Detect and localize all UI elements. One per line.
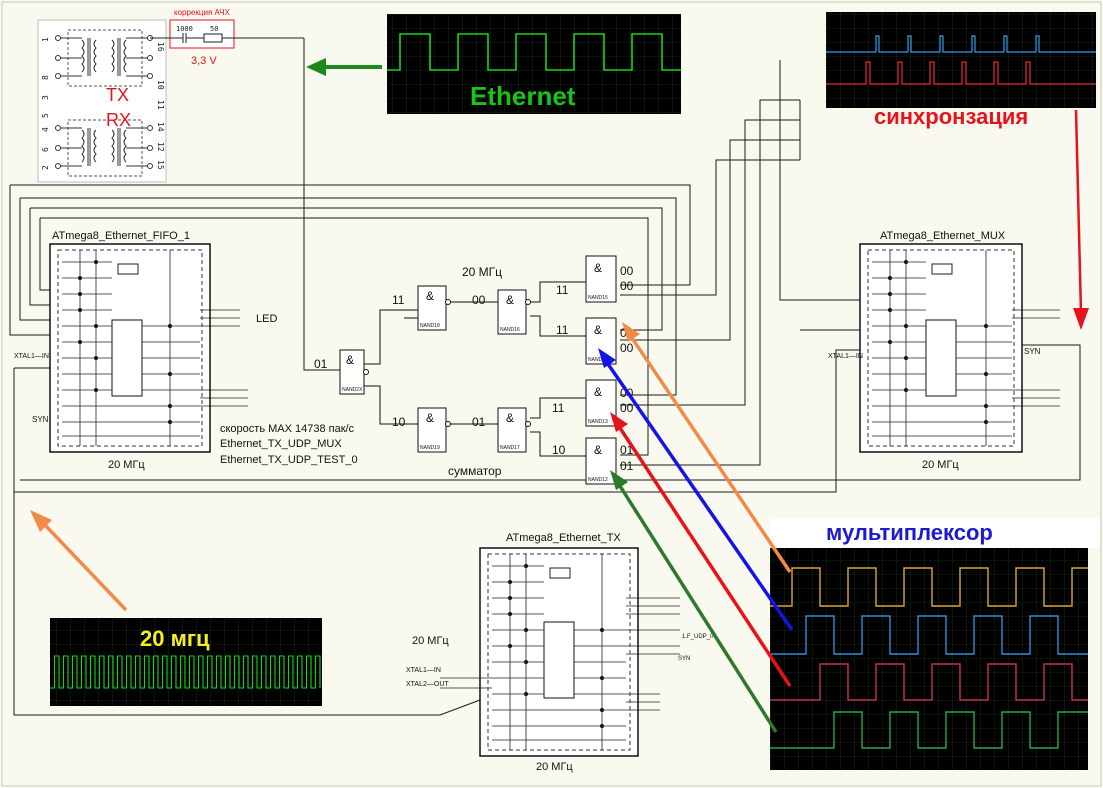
gate-symbol-1: & (346, 353, 354, 367)
signal-arrows (598, 322, 794, 733)
chip-tx: ATmega8_Ethernet_TX 20 МГц XTAL1—IN XTAL… (406, 532, 714, 773)
gate-symbol-3: & (426, 411, 434, 425)
mux-xtal-label: XTAL1—IN (828, 353, 863, 360)
xfmr-pin-11: 11 (156, 100, 165, 110)
xfmr-pin-10: 10 (156, 80, 165, 90)
chip-mux: ATmega8_Ethernet_MUX XTAL1—IN SYN 20 МГц (828, 230, 1060, 471)
scope-mux: мультиплексор (770, 518, 1100, 770)
gate-symbol-9: & (594, 443, 602, 457)
gate-name-12: NAND12 (588, 477, 608, 483)
tx-xtal2-label: XTAL2—OUT (406, 681, 449, 688)
xfmr-pin-5: 5 (41, 113, 50, 118)
tx-title: ATmega8_Ethernet_TX (506, 532, 621, 544)
note-line-2: Ethernet_TX_UDP_MUX (220, 438, 342, 450)
and-code-1a: 00 (620, 264, 634, 278)
mux-label: мультиплексор (826, 520, 993, 545)
arrow-blue (598, 348, 616, 368)
sync-label: синхронзация (874, 104, 1028, 129)
xfmr-pin-14: 14 (156, 122, 165, 132)
correction-title: коррекция АЧХ (174, 8, 231, 17)
gate-symbol-8: & (594, 385, 602, 399)
scope-ethernet: Ethernet (387, 14, 681, 114)
gate-symbol-2: & (426, 289, 434, 303)
gate-symbol-5: & (506, 411, 514, 425)
and-code-4b: 01 (620, 459, 634, 473)
gate-name-18: NAND18 (420, 323, 440, 329)
gate-symbol-4: & (506, 293, 514, 307)
code-out-1: 11 (556, 283, 569, 297)
scope-clock: 20 мгц (50, 618, 322, 706)
xfmr-pin-4: 4 (41, 127, 50, 132)
ethernet-label: Ethernet (470, 81, 576, 111)
clock-label: 20 мгц (140, 626, 210, 651)
gate-name-2x: NAND2X (342, 387, 363, 393)
fifo-title: ATmega8_Ethernet_FIFO_1 (52, 230, 190, 242)
xfmr-pin-3: 3 (41, 95, 50, 100)
tx-freq-bottom: 20 МГц (536, 761, 573, 773)
summator-label: сумматор (448, 464, 502, 478)
xfmr-pin-16: 16 (156, 42, 165, 52)
speed-notes: скорость MAX 14738 пак/с Ethernet_TX_UDP… (220, 423, 358, 466)
rx-label: RX (106, 110, 131, 130)
note-line-1: скорость MAX 14738 пак/с (220, 423, 355, 435)
gates-freq: 20 МГц (462, 265, 502, 279)
res-value: 50 (210, 25, 218, 33)
gate-name-17: NAND17 (500, 445, 520, 451)
code-g2-in: 01 (314, 357, 328, 371)
xfmr-pin-15: 15 (156, 160, 165, 170)
arrow-sync (1073, 308, 1089, 330)
xfmr-pin-8: 8 (41, 75, 50, 80)
transformer-block: 1 8 3 5 4 6 2 16 10 11 14 12 15 TX RX (37, 19, 167, 183)
code-g18-in: 11 (392, 293, 405, 307)
voltage-label: 3,3 V (191, 55, 217, 67)
note-line-3: Ethernet_TX_UDP_TEST_0 (220, 454, 358, 466)
code-out-4: 10 (552, 443, 566, 457)
tx-syn-label: SYN (678, 656, 690, 662)
code-g17-in: 01 (472, 415, 486, 429)
led-label: LED (256, 313, 277, 325)
gate-name-14: NAND14 (588, 357, 608, 363)
and-code-3b: 00 (620, 401, 634, 415)
code-out-2: 11 (556, 323, 569, 337)
arrow-green (610, 470, 628, 490)
gate-name-16: NAND16 (500, 327, 520, 333)
tx-label: TX (106, 85, 129, 105)
correction-block: коррекция АЧХ 1000 50 3,3 V (150, 8, 304, 67)
arrow-ethernet (306, 58, 326, 76)
xfmr-pin-6: 6 (41, 147, 50, 152)
and-code-1b: 00 (620, 279, 634, 293)
code-g16-in: 00 (472, 293, 486, 307)
xfmr-pin-1: 1 (41, 37, 50, 42)
gate-network: & & & & & & & & & NAND18 NAND16 NAND2X N… (314, 255, 634, 485)
tx-udp-label: 1.F_UDP_0 (682, 634, 714, 640)
code-out-3: 11 (552, 401, 565, 415)
chip-fifo: ATmega8_Ethernet_FIFO_1 LED XTAL1—IN SYN… (14, 230, 277, 471)
gate-symbol-6: & (594, 261, 602, 275)
gate-name-15: NAND15 (588, 295, 608, 301)
mux-syn-label: SYN (1024, 347, 1041, 356)
arrow-red (610, 412, 628, 432)
fifo-syn-label: SYN (32, 415, 49, 424)
tx-xtal1-label: XTAL1—IN (406, 667, 441, 674)
xfmr-pin-2: 2 (41, 165, 50, 170)
tx-freq-left: 20 МГц (412, 635, 449, 647)
arrow-clock (30, 510, 52, 532)
and-code-2b: 00 (620, 341, 634, 355)
mux-freq: 20 МГц (922, 459, 959, 471)
arrow-orange (622, 322, 640, 342)
mux-title: ATmega8_Ethernet_MUX (880, 230, 1006, 242)
gate-name-19: NAND19 (420, 445, 440, 451)
gate-symbol-7: & (594, 323, 602, 337)
gate-name-13: NAND13 (588, 419, 608, 425)
scope-sync (826, 12, 1096, 108)
xfmr-pin-12: 12 (156, 142, 165, 152)
fifo-freq: 20 МГц (108, 459, 145, 471)
fifo-xtal-label: XTAL1—IN (14, 353, 49, 360)
code-g19-in: 10 (392, 415, 406, 429)
cap-value: 1000 (176, 25, 193, 33)
wiring (9, 38, 1081, 716)
